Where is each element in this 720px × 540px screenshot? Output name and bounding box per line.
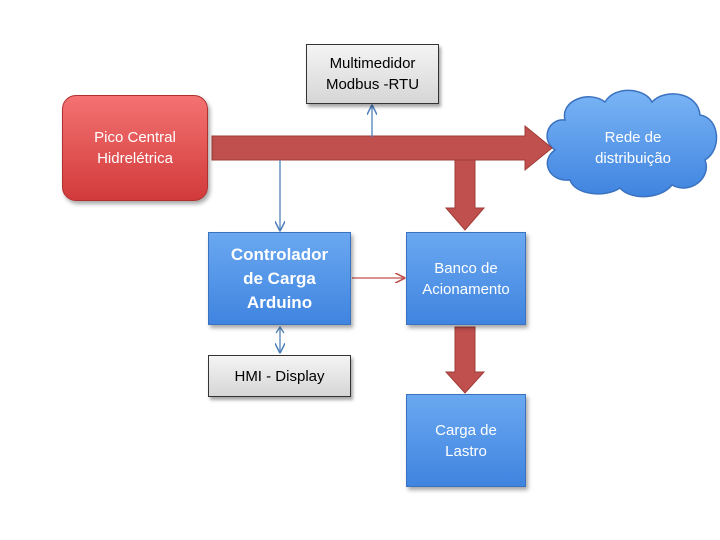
controlador-box: Controlador de Carga Arduino: [208, 232, 351, 325]
hmi-label: HMI - Display: [234, 367, 325, 385]
carga-label: Carga de Lastro: [435, 421, 497, 460]
hmi-box: HMI - Display: [208, 355, 351, 397]
controlador-label: Controlador de Carga Arduino: [230, 244, 329, 312]
power-arrow-to-banco: [444, 159, 486, 231]
carga-box: Carga de Lastro: [406, 394, 526, 487]
pico-central-label: Pico Central Hidrelétrica: [94, 129, 176, 167]
rede-label: Rede de distribuição: [595, 129, 671, 167]
hmi-arrow-up: [275, 325, 285, 334]
banco-label: Banco de Acionamento: [422, 259, 510, 298]
banco-box: Banco de Acionamento: [406, 232, 526, 325]
pico-central-box: Pico Central Hidrelétrica: [62, 95, 208, 201]
multimedidor-box: Multimedidor Modbus -RTU: [306, 44, 439, 104]
multimedidor-label: Multimedidor Modbus -RTU: [325, 55, 420, 93]
power-arrow-main: [211, 124, 553, 172]
cloud-shape: [546, 89, 718, 198]
power-arrow-to-carga: [444, 326, 486, 394]
